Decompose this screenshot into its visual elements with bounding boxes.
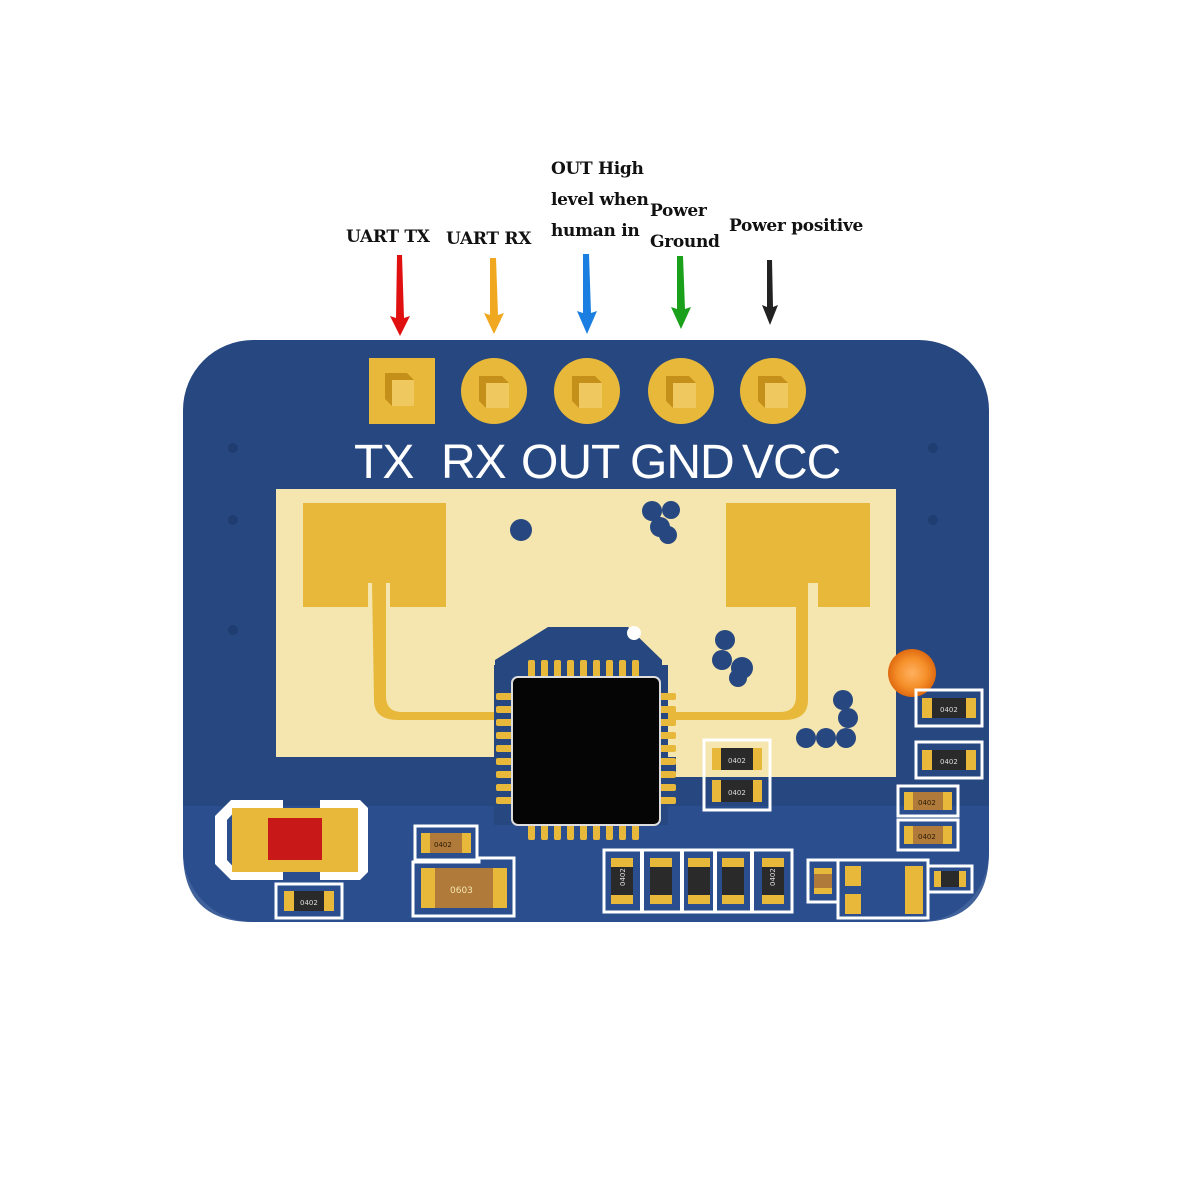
pin-label-rx: RX (441, 436, 507, 489)
arrow-tx (390, 255, 410, 336)
pin-label-tx: TX (354, 436, 414, 489)
pin-rx (461, 358, 527, 424)
pin-label-out: OUT (521, 436, 620, 489)
smd-r1 (274, 882, 344, 920)
marking-r5: 0402 (940, 706, 958, 714)
marking-r3: 0402 (728, 757, 746, 765)
chip-pins (496, 660, 676, 840)
board-vias (228, 443, 938, 635)
arrow-gnd (671, 256, 691, 329)
smd-r3 (702, 738, 772, 812)
smd-c-large (411, 856, 516, 918)
main-chip (511, 676, 661, 826)
pin-label-vcc: VCC (742, 436, 841, 489)
power-component (215, 800, 368, 880)
pin-out (554, 358, 620, 424)
pin-tx (369, 358, 435, 424)
marking-r4: 0402 (728, 789, 746, 797)
arrow-vcc (762, 260, 778, 325)
antenna-left (303, 503, 510, 720)
smd-bottom-row (602, 848, 794, 914)
arrow-rx (484, 258, 504, 334)
smd-r2 (413, 824, 479, 862)
marking-c-large: 0603 (450, 886, 473, 896)
label-power-positive: Power positive (729, 216, 864, 236)
antenna-right (660, 503, 870, 720)
pin-gnd (648, 358, 714, 424)
label-uart-tx: UART TX (346, 227, 430, 247)
marking-r2: 0402 (434, 841, 452, 849)
marking-r9: 0402 (619, 868, 627, 886)
arrow-out (577, 254, 597, 334)
marking-r8: 0402 (918, 833, 936, 841)
smd-diode (806, 858, 974, 920)
marking-r6: 0402 (940, 758, 958, 766)
label-out-high: OUT High level when human in (551, 159, 649, 241)
smd-right-column (896, 688, 984, 852)
marking-r7: 0402 (918, 799, 936, 807)
label-uart-rx: UART RX (446, 229, 532, 249)
label-power-ground: Power Ground (650, 201, 720, 252)
antenna-vias (510, 501, 858, 748)
marking-r10: 0402 (769, 868, 777, 886)
pin-vcc (740, 358, 806, 424)
status-led (888, 649, 936, 697)
marking-r1: 0402 (300, 899, 318, 907)
pin-label-gnd: GND (630, 436, 735, 489)
